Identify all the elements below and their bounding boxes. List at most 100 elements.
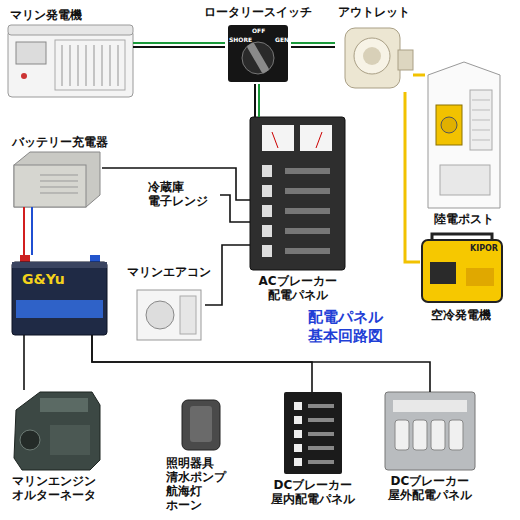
ac-panel-art	[250, 117, 345, 270]
wire-second-conductor	[258, 84, 260, 117]
wire-second-conductor	[133, 42, 225, 44]
ac-panel-art	[262, 245, 272, 257]
wire	[254, 84, 256, 117]
dc-indoor-art	[294, 416, 302, 424]
dc-indoor-art	[308, 404, 334, 408]
generator-art	[8, 25, 133, 35]
ac-panel-art	[272, 132, 322, 148]
ac-panel-art	[262, 205, 272, 217]
dc-outdoor-art	[431, 420, 445, 450]
rocker-switch: 照明器具 清水ポンプ 航海灯 ホーン	[178, 398, 224, 452]
dc-indoor-art	[294, 402, 302, 410]
panel-marking: GEN	[275, 36, 289, 43]
shore-post-art	[436, 105, 462, 145]
wire	[23, 207, 25, 255]
engine-art	[50, 425, 90, 455]
battery-charger: バッテリー充電器	[12, 152, 102, 207]
wire	[220, 195, 250, 222]
wire	[413, 74, 425, 77]
dc-outdoor-art	[385, 392, 475, 470]
rocker-switch-art	[182, 400, 220, 450]
panel-marking: KIPOR	[470, 244, 498, 253]
air-conditioner-art	[146, 301, 174, 329]
marine-generator: マリン発電機	[8, 25, 133, 97]
wire	[133, 46, 225, 48]
ac-panel-art	[285, 168, 330, 174]
ac-panel-art	[262, 185, 272, 197]
portable-generator: 空冷発電機	[420, 232, 502, 304]
node-label: バッテリー充電器	[12, 135, 108, 149]
node-label: アウトレット	[338, 5, 410, 19]
node-label: ロータリースイッチ	[204, 5, 312, 19]
air-conditioner-art	[137, 290, 201, 340]
outlet-art	[363, 47, 381, 65]
dc-indoor-art	[294, 430, 302, 438]
ac-panel-art	[262, 165, 272, 177]
dc-indoor-art	[294, 444, 302, 452]
node-label: G&Yu	[22, 272, 65, 286]
engine-art	[14, 392, 100, 470]
rocker-switch-art	[190, 406, 212, 442]
dc-panel-indoor: DCブレーカー 屋内配電パネル	[282, 392, 344, 474]
battery-art	[12, 262, 107, 268]
dc-indoor-art	[284, 392, 342, 474]
portable-generator-art	[430, 262, 456, 284]
node-label: マリン発電機	[10, 8, 82, 22]
ac-panel-art	[285, 188, 330, 194]
ac-panel-art	[250, 117, 345, 270]
rotary-switch-art	[228, 25, 288, 82]
engine-art	[40, 398, 88, 412]
shore-post-art	[428, 62, 500, 208]
dc-outdoor-art	[413, 420, 427, 450]
generator-art	[16, 42, 46, 64]
node-label: DCブレーカー 屋外配電パネル	[380, 474, 480, 502]
node-label: マリンエンジン オルターネータ	[12, 474, 108, 502]
dc-indoor-art	[308, 432, 334, 436]
wire-second-conductor	[291, 42, 335, 44]
shore-post-art	[441, 117, 457, 133]
generator-art	[62, 45, 118, 86]
engine-art	[14, 392, 100, 470]
ac-panel: ACブレーカー 配電パネル	[250, 117, 345, 270]
portable-generator-art	[466, 268, 494, 286]
shore-post-art	[440, 165, 490, 195]
shore-post: 陸電ポスト	[425, 60, 503, 208]
node-label: 照明器具 清水ポンプ 航海灯 ホーン	[166, 456, 230, 512]
dc-indoor-art	[284, 392, 342, 474]
dc-outdoor-art	[395, 420, 409, 450]
outlet-art	[398, 50, 413, 70]
node-label: DCブレーカー 屋内配電パネル	[263, 478, 363, 506]
rotary-switch-art	[242, 42, 274, 74]
battery: G&Yu	[12, 255, 107, 335]
shore-post-art	[472, 100, 490, 140]
node-label: マリンエアコン	[127, 265, 211, 279]
ac-panel-art	[285, 228, 330, 234]
panel-marking: SHORE	[229, 36, 252, 43]
ac-panel-art	[262, 225, 272, 237]
wire	[92, 335, 312, 392]
air-conditioner-art	[180, 296, 196, 334]
node-label: 陸電ポスト	[434, 212, 494, 226]
dc-indoor-art	[294, 458, 302, 466]
charger-art	[40, 175, 78, 193]
charger-art	[14, 165, 86, 207]
battery-art	[12, 255, 107, 335]
battery-art	[12, 262, 107, 335]
outlet-art	[354, 38, 390, 74]
node-label: ACブレーカー 配電パネル	[250, 274, 346, 302]
engine-art	[20, 430, 40, 450]
panel-marking: OFF	[252, 27, 265, 34]
outlet: アウトレット	[335, 22, 413, 92]
node-label: 空冷発電機	[431, 308, 491, 322]
rocker-switch-art	[182, 400, 220, 450]
air-conditioner-art	[137, 290, 201, 340]
shore-post-art	[470, 90, 492, 150]
outlet-art	[345, 28, 400, 88]
dc-indoor-art	[308, 446, 334, 450]
generator-art	[21, 73, 27, 79]
engine-alternator: マリンエンジン オルターネータ	[12, 390, 102, 470]
battery-art	[16, 300, 103, 318]
